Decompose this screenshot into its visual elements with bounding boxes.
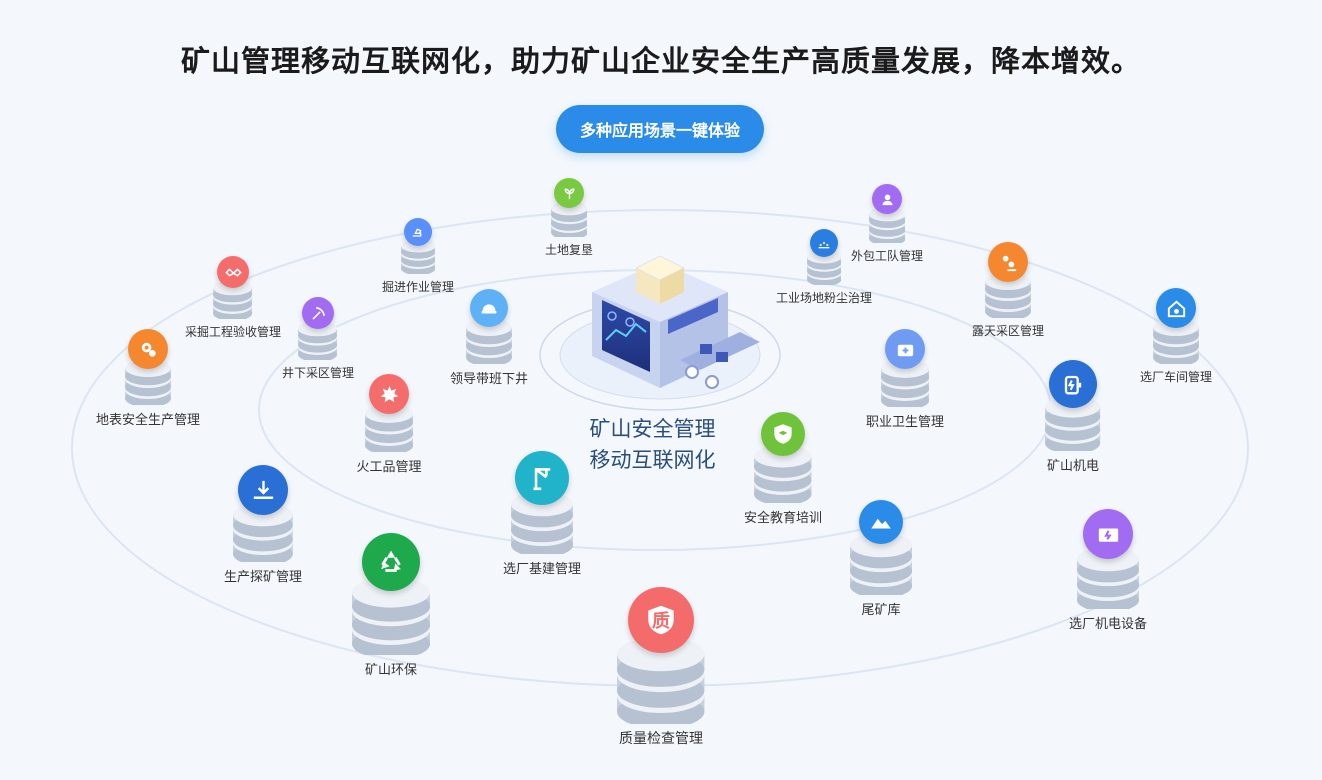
database-stack [1045,396,1101,455]
module-label: 工业场地粉尘治理 [775,290,872,305]
mine-machine-illustration [592,255,760,389]
module-badge[interactable] [302,297,334,329]
module-label: 矿山环保 [364,662,417,678]
module-label: 职业卫生管理 [865,415,944,431]
module-badge[interactable] [217,256,249,288]
module-badge[interactable] [369,374,409,414]
pickaxe-icon [309,304,328,323]
module-label: 采掘工程验收管理 [184,325,281,340]
shield-grad-icon [770,421,796,447]
database-stack [617,636,705,729]
database-stack [550,200,588,242]
module-label: 质量检查管理 [619,730,703,747]
drill-icon [249,476,278,505]
module-badge[interactable] [515,451,569,505]
page-headline: 矿山管理移动互联网化，助力矿山企业安全生产高质量发展，降本增效。 [180,44,1141,78]
quality-badge-text: 质 [652,611,670,632]
first-aid-icon [894,338,917,361]
module-label: 选厂车间管理 [1139,370,1212,384]
handshake-icon [224,263,243,282]
module-label: 选厂基建管理 [502,561,581,577]
try-scenarios-button[interactable]: 多种应用场景一键体验 [556,105,764,153]
module-label: 安全教育培训 [743,510,822,526]
sun-worker-icon [997,251,1020,274]
module-badge[interactable]: 质 [628,587,694,653]
module-badge[interactable] [404,218,432,246]
mountain-icon [868,509,894,535]
battery-icon [1059,370,1087,398]
crane-icon [527,463,558,494]
database-stack [754,445,812,507]
module-label: 露天采区管理 [971,324,1044,338]
module-badge[interactable] [362,533,420,591]
module-badge[interactable] [810,229,838,257]
database-stack [125,359,171,409]
center-title: 矿山安全管理 移动互联网化 [560,414,745,476]
module-badge[interactable] [988,242,1028,282]
module-badge[interactable] [1083,509,1133,559]
module-badge[interactable] [470,289,508,327]
module-label: 井下采区管理 [281,366,354,381]
sprout-icon [561,185,578,202]
dust-icon [816,235,832,251]
house-gear-icon [1165,297,1188,320]
module-badge[interactable] [128,329,168,369]
module-badge[interactable] [859,500,903,544]
module-label: 土地复垦 [544,243,593,258]
module-label: 掘进作业管理 [381,279,454,294]
explosion-icon [378,383,401,406]
module-label: 尾矿库 [861,603,901,619]
module-badge[interactable] [1156,288,1196,328]
database-stack [880,359,930,411]
gears-icon [137,338,160,361]
module-label: 生产探矿管理 [223,570,302,586]
module-label: 火工品管理 [356,460,422,476]
database-stack [466,317,512,368]
center-title-line2: 移动互联网化 [589,448,716,472]
module-badge[interactable] [872,184,902,214]
worker-icon [879,191,896,208]
module-badge[interactable] [238,465,288,515]
module-label: 领导带班下井 [449,371,528,387]
excavator-icon [410,224,426,240]
quality-shield-icon: 质 [642,601,680,639]
database-stack [233,502,293,567]
database-stack [351,576,431,659]
database-stack [985,272,1031,322]
module-label: 选厂机电设备 [1068,616,1147,632]
module-label: 地表安全生产管理 [95,413,200,428]
power-unit-icon [1094,520,1123,549]
module-label: 矿山机电 [1046,459,1099,475]
database-stack [849,533,913,599]
module-badge[interactable] [1049,360,1097,408]
recycle-icon [374,545,408,579]
module-label: 外包工队管理 [850,249,923,264]
helmet-icon [478,297,500,319]
module-badge[interactable] [885,329,925,369]
center-title-line1: 矿山安全管理 [589,417,716,441]
module-badge[interactable] [554,178,584,208]
module-badge[interactable] [761,412,805,456]
